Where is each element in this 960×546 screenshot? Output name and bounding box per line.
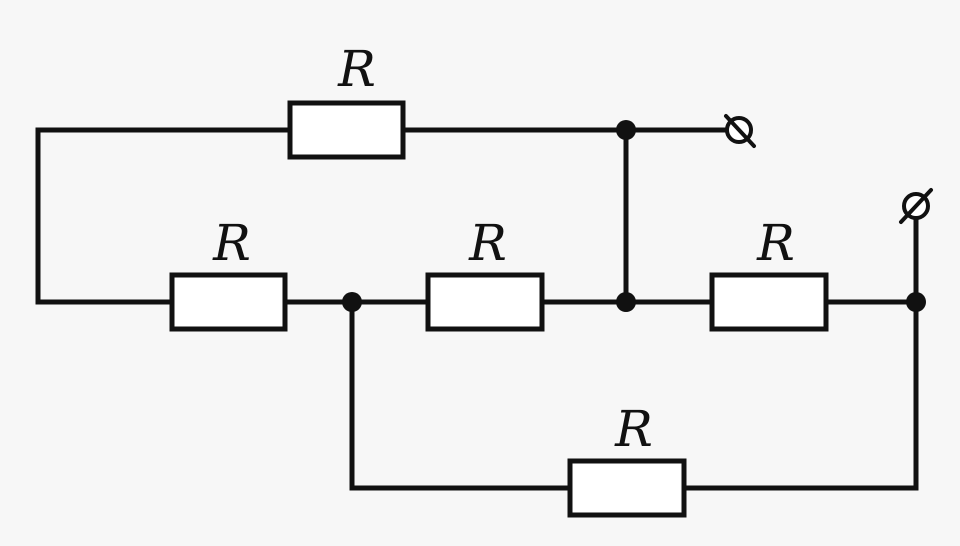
circuit-terminal-icon — [724, 114, 756, 148]
resistor-mid-right: R — [709, 214, 829, 332]
terminal-upper — [724, 114, 756, 148]
resistor-mid-left: R — [169, 214, 288, 332]
resistor-label: R — [212, 214, 251, 272]
junction-dot — [616, 292, 636, 312]
resistor-label: R — [468, 214, 507, 272]
resistor-body — [425, 272, 545, 332]
resistor-label: R — [756, 214, 795, 272]
junctions — [342, 120, 926, 312]
junction-dot — [906, 292, 926, 312]
junction-dot — [616, 120, 636, 140]
resistor-top: R — [287, 40, 406, 160]
resistor-body — [169, 272, 288, 332]
resistor-label: R — [614, 400, 653, 458]
resistor-mid-center: R — [425, 214, 545, 332]
resistor-body — [567, 458, 687, 518]
resistor-label: R — [337, 40, 376, 98]
junction-dot — [342, 292, 362, 312]
circuit-terminal-icon — [899, 188, 933, 224]
wire-bottom-right — [681, 299, 919, 491]
resistor-bottom: R — [567, 400, 687, 518]
resistors: R R R R R — [169, 40, 829, 518]
terminal-right — [899, 188, 933, 224]
wire-top-left — [35, 127, 293, 305]
resistor-body — [709, 272, 829, 332]
wire-bottom-left — [349, 299, 573, 491]
resistor-body — [287, 100, 406, 160]
